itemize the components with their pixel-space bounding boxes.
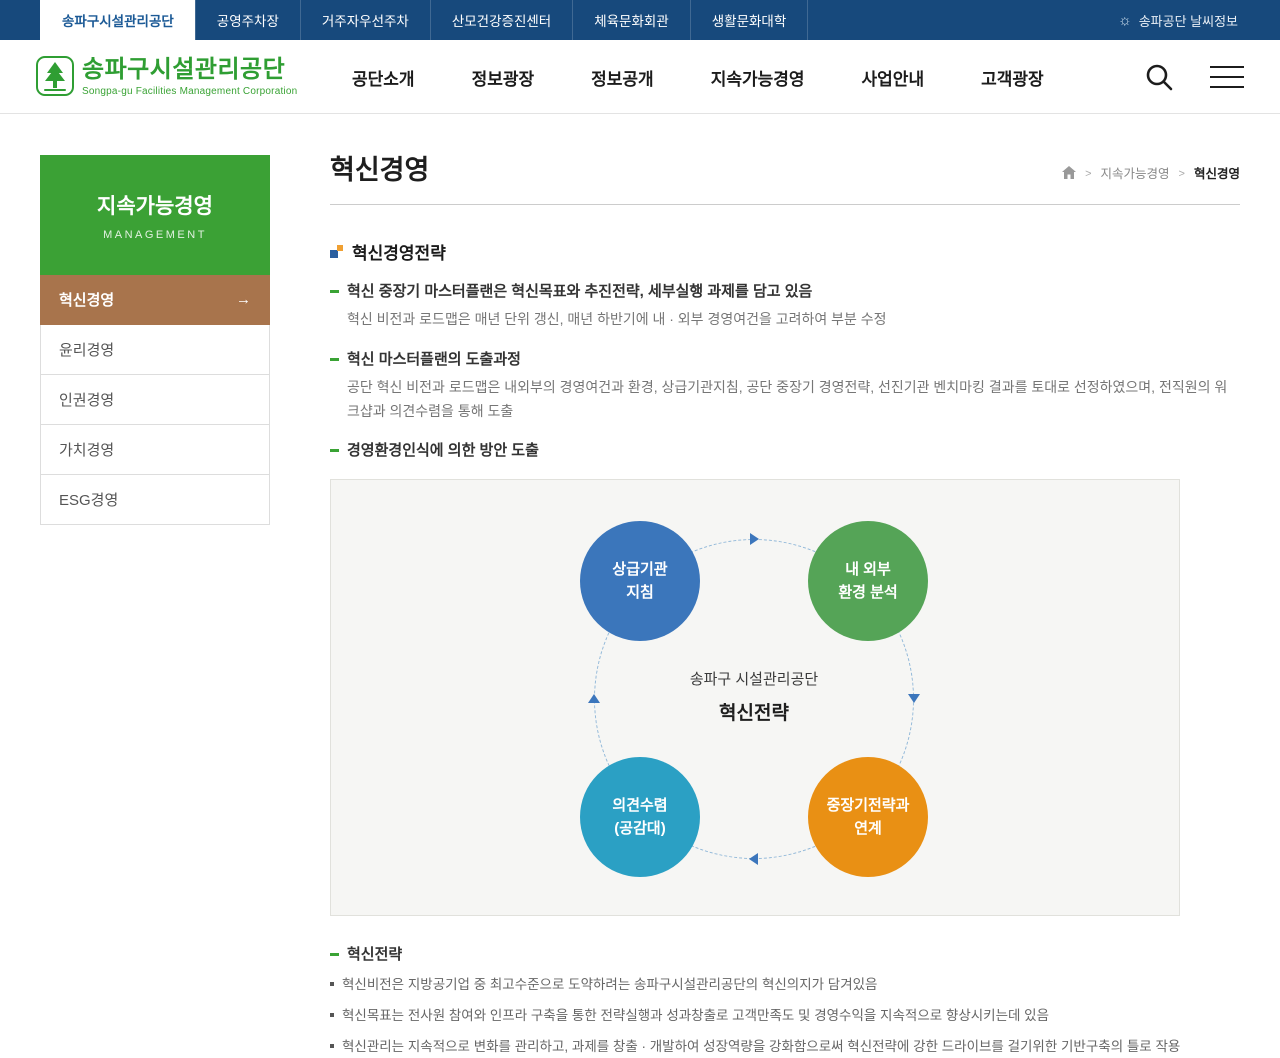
diagram-circle-midlong-term-link: 중장기전략과 연계	[808, 757, 928, 878]
subheading-masterplan: 혁신 중장기 마스터플랜은 혁신목표와 추진전략, 세부실행 과제를 담고 있음	[330, 281, 1240, 302]
logo-title: 송파구시설관리공단	[82, 56, 286, 83]
sidebar-item-esg[interactable]: ESG경영	[40, 475, 270, 525]
sidebar: 지속가능경영 MANAGEMENT 혁신경영 → 윤리경영 인권경영 가치경영 …	[40, 155, 270, 525]
section-innovation-strategy-heading: 혁신경영전략	[330, 239, 1240, 264]
bullet-vision: 혁신비전은 지방공기업 중 최고수준으로 도약하려는 송파구시설관리공단의 혁신…	[330, 975, 1240, 996]
diagram-center-label: 송파구 시설관리공단 혁신전략	[604, 668, 904, 725]
home-icon[interactable]	[1062, 166, 1077, 179]
breadcrumb-level1[interactable]: 지속가능경영	[1100, 167, 1170, 181]
sidebar-item-label: 윤리경영	[59, 342, 115, 359]
diagram-circle-environment-analysis: 내 외부 환경 분석	[808, 521, 928, 642]
innovation-strategy-diagram: 상급기관 지침 내 외부 환경 분석 의견수렴 (공감대) 중장기전략과 연계 …	[330, 479, 1180, 917]
nav-sustainability[interactable]: 지속가능경영	[710, 69, 805, 89]
logo-subtitle: Songpa-gu Facilities Management Corporat…	[82, 85, 298, 97]
breadcrumb-separator	[1085, 166, 1091, 180]
nav-info-plaza[interactable]: 정보광장	[471, 69, 535, 89]
header-tools	[1144, 40, 1244, 114]
circle-label: 의견수렴	[612, 797, 668, 815]
sidebar-item-label: 혁신경영	[59, 292, 115, 309]
site-tab-life-culture[interactable]: 생활문화대학	[689, 0, 809, 40]
cycle-arrow-top	[750, 533, 759, 546]
arrow-right-icon: →	[236, 291, 251, 308]
section-title: 혁신경영전략	[352, 244, 446, 263]
circle-label: 환경 분석	[838, 584, 898, 602]
nav-about[interactable]: 공단소개	[352, 69, 415, 89]
nav-info-disclosure[interactable]: 정보공개	[591, 69, 654, 89]
circle-label: (공감대)	[614, 820, 666, 838]
sidebar-item-label: 가치경영	[59, 442, 115, 459]
circle-label: 연계	[854, 820, 882, 838]
bullet-goal: 혁신목표는 전사원 참여와 인프라 구축을 통한 전략실행과 성과창출로 고객만…	[330, 1006, 1240, 1027]
tree-logo-icon	[36, 56, 74, 97]
diagram-circle-opinion-gathering: 의견수렴 (공감대)	[580, 757, 700, 878]
subheading-derivation: 혁신 마스터플랜의 도출과정	[330, 349, 1240, 370]
cycle-arrow-bottom	[749, 853, 758, 866]
breadcrumb: 지속가능경영 혁신경영	[1062, 163, 1240, 187]
site-tab-sports-culture[interactable]: 체육문화회관	[572, 0, 690, 40]
circle-label: 상급기관	[612, 561, 668, 579]
sidebar-subtitle: MANAGEMENT	[103, 228, 207, 241]
sidebar-item-innovation[interactable]: 혁신경영 →	[40, 275, 270, 325]
sidebar-item-label: ESG경영	[59, 492, 119, 509]
logo[interactable]: 송파구시설관리공단 Songpa-gu Facilities Managemen…	[36, 56, 297, 97]
diagram-circle-superior-guideline: 상급기관 지침	[580, 521, 700, 642]
hamburger-menu-icon[interactable]	[1210, 66, 1244, 88]
sidebar-item-ethics[interactable]: 윤리경영	[40, 325, 270, 375]
subheading-innovation-strategy: 혁신전략	[330, 944, 1240, 965]
site-tab-maternal-health[interactable]: 산모건강증진센터	[429, 0, 572, 40]
nav-business[interactable]: 사업안내	[861, 69, 925, 89]
site-tab-resident-parking[interactable]: 거주자우선주차	[299, 0, 430, 40]
cycle-arrow-right	[908, 694, 920, 704]
section-bullet-icon	[330, 245, 343, 258]
center-strategy-title: 혁신전략	[719, 703, 789, 725]
site-tab-parking[interactable]: 공영주차장	[194, 0, 300, 40]
nav-customer[interactable]: 고객광장	[981, 69, 1044, 89]
breadcrumb-separator	[1179, 166, 1185, 180]
sidebar-item-label: 인권경영	[59, 392, 115, 409]
circle-label: 내 외부	[845, 561, 891, 579]
main-content: 혁신경영 지속가능경영 혁신경영 혁신경영전략 혁신 중장기 마스터플랜은 혁신…	[330, 148, 1240, 1058]
center-org-name: 송파구 시설관리공단	[689, 671, 819, 689]
bullet-management: 혁신관리는 지속적으로 변화를 관리하고, 과제를 창출 · 개발하여 성장역량…	[330, 1037, 1240, 1058]
sun-icon: ☼	[1117, 11, 1132, 29]
global-nav: 공단소개 정보광장 정보공개 지속가능경영 사업안내 고객광장	[352, 40, 1044, 114]
site-header: 송파구시설관리공단 Songpa-gu Facilities Managemen…	[0, 40, 1280, 114]
page-title: 혁신경영	[330, 155, 430, 185]
site-tab-main[interactable]: 송파구시설관리공단	[40, 0, 195, 40]
sidebar-item-value[interactable]: 가치경영	[40, 425, 270, 475]
sidebar-header: 지속가능경영 MANAGEMENT	[40, 155, 270, 275]
cycle-arrow-left	[588, 694, 600, 704]
search-icon[interactable]	[1144, 62, 1174, 92]
page-header: 혁신경영 지속가능경영 혁신경영	[330, 148, 1240, 205]
weather-info-link[interactable]: ☼ 송파공단 날씨정보	[1118, 0, 1238, 40]
sidebar-item-human-rights[interactable]: 인권경영	[40, 375, 270, 425]
body-text-masterplan: 혁신 비전과 로드맵은 매년 단위 갱신, 매년 하반기에 내 · 외부 경영여…	[347, 311, 887, 327]
subheading-environment: 경영환경인식에 의한 방안 도출	[330, 440, 1240, 461]
circle-label: 중장기전략과	[826, 797, 910, 815]
weather-label: 송파공단 날씨정보	[1138, 13, 1238, 29]
top-utility-bar: 송파구시설관리공단 공영주차장 거주자우선주차 산모건강증진센터 체육문화회관 …	[0, 0, 1280, 40]
breadcrumb-current: 혁신경영	[1193, 167, 1240, 181]
circle-label: 지침	[626, 584, 654, 602]
sidebar-title: 지속가능경영	[97, 194, 213, 218]
body-text-derivation: 공단 혁신 비전과 로드맵은 내외부의 경영여건과 환경, 상급기관지침, 공단…	[347, 378, 1228, 419]
